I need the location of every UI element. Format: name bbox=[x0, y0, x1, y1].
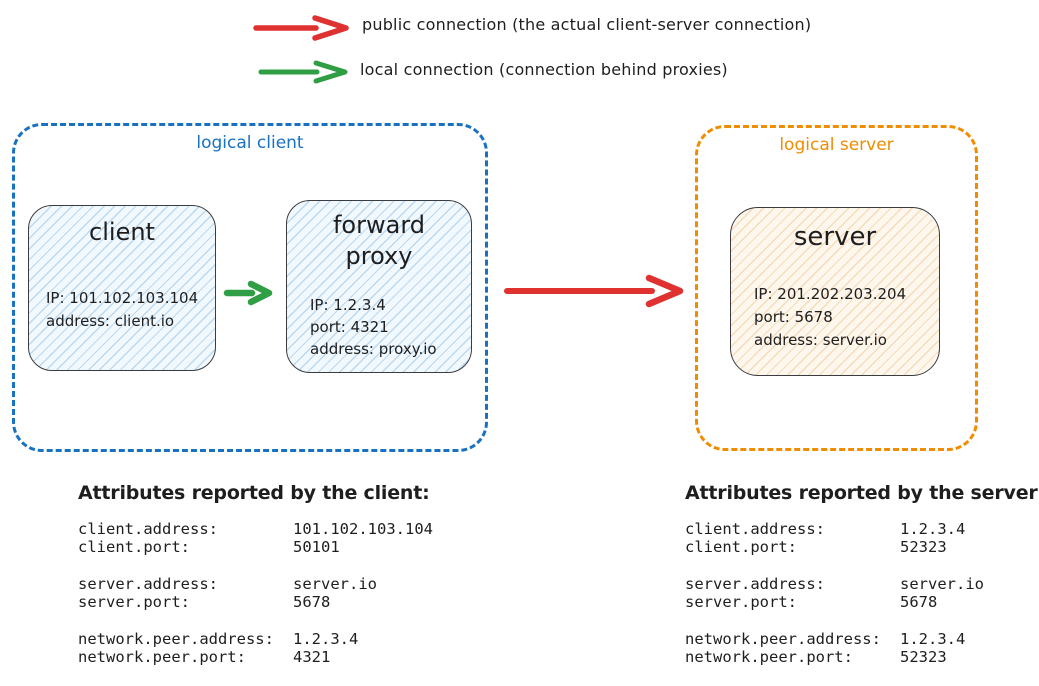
forward-proxy-node-details: IP: 1.2.3.4 port: 4321 address: proxy.io bbox=[310, 294, 437, 360]
server-address: address: server.io bbox=[754, 331, 887, 349]
client-node: client IP: 101.102.103.104 address: clie… bbox=[28, 205, 216, 371]
attr-group-network-peer: network.peer.address: 1.2.3.4 network.pe… bbox=[78, 630, 433, 666]
attr-group-server: server.address: server.io server.port: 5… bbox=[685, 575, 1039, 611]
public-connection-arrow-icon bbox=[253, 15, 349, 41]
local-connection-arrow-icon bbox=[258, 60, 348, 84]
attr-row: client.address: 1.2.3.4 bbox=[685, 520, 966, 538]
attr-row: client.address: 101.102.103.104 bbox=[78, 520, 433, 538]
public-connection-arrow bbox=[504, 274, 684, 308]
server-port: port: 5678 bbox=[754, 308, 833, 326]
client-attributes-panel: Attributes reported by the client: clien… bbox=[78, 482, 433, 666]
attr-row: network.peer.port: 4321 bbox=[78, 648, 331, 666]
attr-row: client.port: 52323 bbox=[685, 538, 947, 556]
attr-group-client: client.address: 1.2.3.4 client.port: 523… bbox=[685, 520, 1039, 556]
attr-row: network.peer.address: 1.2.3.4 bbox=[685, 630, 966, 648]
server-attributes-panel: Attributes reported by the server: clien… bbox=[685, 482, 1039, 666]
server-node: server IP: 201.202.203.204 port: 5678 ad… bbox=[730, 207, 940, 376]
client-attributes-heading: Attributes reported by the client: bbox=[78, 482, 430, 504]
legend-label-local-connection: local connection (connection behind prox… bbox=[360, 60, 728, 79]
attr-row: server.address: server.io bbox=[78, 575, 377, 593]
attr-group-network-peer: network.peer.address: 1.2.3.4 network.pe… bbox=[685, 630, 1039, 666]
attr-row: server.port: 5678 bbox=[78, 593, 331, 611]
client-node-details: IP: 101.102.103.104 address: client.io bbox=[46, 287, 198, 333]
attr-row: network.peer.port: 52323 bbox=[685, 648, 947, 666]
proxy-port: port: 4321 bbox=[310, 318, 389, 336]
proxy-ip: IP: 1.2.3.4 bbox=[310, 296, 386, 314]
proxy-address: address: proxy.io bbox=[310, 340, 437, 358]
logical-server-label: logical server bbox=[779, 135, 894, 155]
logical-client-label: logical client bbox=[196, 133, 304, 153]
client-address: address: client.io bbox=[46, 312, 175, 330]
server-attributes-heading: Attributes reported by the server: bbox=[685, 482, 1039, 504]
server-node-details: IP: 201.202.203.204 port: 5678 address: … bbox=[754, 283, 906, 352]
logical-client-boundary: logical client client IP: 101.102.103.10… bbox=[12, 123, 488, 452]
attr-row: client.port: 50101 bbox=[78, 538, 340, 556]
attr-group-client: client.address: 101.102.103.104 client.p… bbox=[78, 520, 433, 556]
server-ip: IP: 201.202.203.204 bbox=[754, 285, 907, 303]
forward-proxy-node: forward proxy IP: 1.2.3.4 port: 4321 add… bbox=[286, 200, 472, 373]
server-node-title: server bbox=[793, 222, 877, 252]
client-node-title: client bbox=[89, 218, 155, 246]
attr-row: server.address: server.io bbox=[685, 575, 984, 593]
attr-row: server.port: 5678 bbox=[685, 593, 938, 611]
legend-label-public-connection: public connection (the actual client-ser… bbox=[362, 15, 812, 34]
forward-proxy-node-title: forward proxy bbox=[332, 211, 425, 270]
local-connection-arrow bbox=[223, 280, 273, 306]
attr-row: network.peer.address: 1.2.3.4 bbox=[78, 630, 359, 648]
attr-group-server: server.address: server.io server.port: 5… bbox=[78, 575, 433, 611]
logical-server-boundary: logical server server IP: 201.202.203.20… bbox=[695, 125, 978, 451]
client-ip: IP: 101.102.103.104 bbox=[46, 289, 199, 307]
